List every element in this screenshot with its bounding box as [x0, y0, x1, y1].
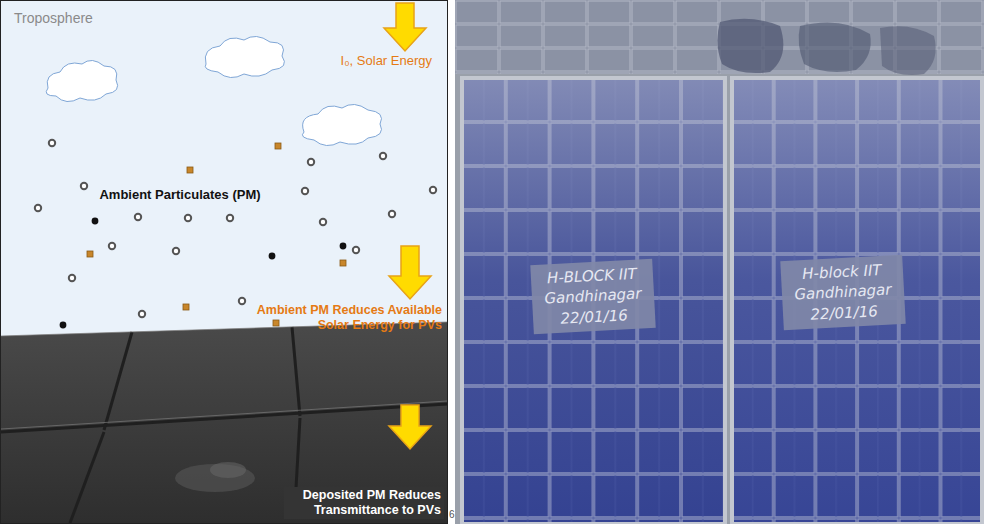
- rooftop-photo: [462, 78, 725, 524]
- rooftop-photo: [462, 78, 725, 524]
- rooftop-photo: [455, 0, 984, 74]
- region-label: Troposphere: [14, 10, 164, 27]
- solar-panel-photo: [1, 401, 447, 429]
- sky-background: [1, 1, 447, 336]
- particulates: [308, 159, 314, 165]
- rooftop-photo: [462, 78, 725, 524]
- particulates: [183, 304, 189, 310]
- particulates: [87, 143, 346, 326]
- solar-panel-photo: [1, 327, 447, 523]
- particulates: [49, 140, 55, 146]
- solar-panel-photo: [1, 404, 447, 432]
- solar-panel-photo: [1, 322, 447, 523]
- sunlight-arrow: [384, 3, 431, 449]
- particulates: [69, 275, 75, 281]
- rooftop-photo: [880, 26, 936, 75]
- particulates: [389, 211, 395, 217]
- energy-label: I₀, Solar Energy: [302, 53, 432, 69]
- handwritten-note: H-block IIT Gandhinagar 22/01/16: [780, 255, 905, 330]
- particulates: [275, 143, 281, 149]
- particulates: [380, 153, 386, 159]
- clouds: [205, 36, 284, 77]
- rooftop-photo: [717, 19, 783, 73]
- particulates: [109, 243, 115, 249]
- particulate-label: Ambient Particulates (PM): [80, 187, 280, 203]
- solar-panel-photo: [70, 432, 104, 523]
- particulates: [187, 167, 193, 173]
- solar-panel-photo: [1, 322, 447, 523]
- particulates: [239, 298, 245, 304]
- rooftop-photo: [455, 0, 984, 524]
- clouds: [46, 36, 381, 145]
- particulates: [320, 219, 326, 225]
- effect-label: Ambient PM Reduces Available Solar Energ…: [240, 303, 442, 333]
- sunlight-arrow: [384, 3, 426, 51]
- rooftop-photo: [455, 0, 984, 524]
- particulates: [81, 183, 87, 189]
- rooftop-photo: [732, 78, 982, 524]
- particulates: [340, 243, 347, 250]
- particulates: [87, 251, 93, 257]
- solar-panel-photo: [210, 462, 246, 478]
- particulates: [35, 205, 41, 211]
- particulates: [135, 214, 141, 220]
- solar-panel-photo: [104, 332, 132, 430]
- particulates: [60, 322, 67, 329]
- rooftop-photo: [732, 78, 982, 524]
- particulates: [340, 260, 346, 266]
- clouds: [302, 104, 381, 145]
- solar-panel-photo: [292, 327, 300, 416]
- solar-panel-photo: [1, 322, 447, 429]
- rooftop-photo: [732, 78, 982, 524]
- panel-border: [1, 1, 448, 524]
- particulates: [35, 140, 436, 317]
- particulates: [139, 311, 145, 317]
- particulates: [185, 215, 191, 221]
- particulates: [227, 215, 233, 221]
- solar-panel-photo: [296, 418, 300, 488]
- particulates: [302, 188, 308, 194]
- page-number: 6: [449, 509, 461, 521]
- sunlight-arrow: [389, 405, 431, 449]
- particulates: [269, 253, 276, 260]
- particulates: [35, 140, 436, 329]
- particulates: [353, 247, 359, 253]
- particulates: [92, 218, 99, 225]
- effect-label: Deposited PM Reduces Transmittance to PV…: [284, 487, 444, 519]
- clouds: [46, 60, 117, 101]
- rooftop-photo: [799, 22, 871, 72]
- particulates: [173, 248, 179, 254]
- particulates: [430, 187, 436, 193]
- handwritten-note: H-BLOCK IIT Gandhinagar 22/01/16: [530, 259, 655, 334]
- sky-background: [1, 1, 447, 336]
- sunlight-arrow: [389, 246, 431, 299]
- particulates: [273, 320, 279, 326]
- rooftop-photo: [462, 78, 982, 524]
